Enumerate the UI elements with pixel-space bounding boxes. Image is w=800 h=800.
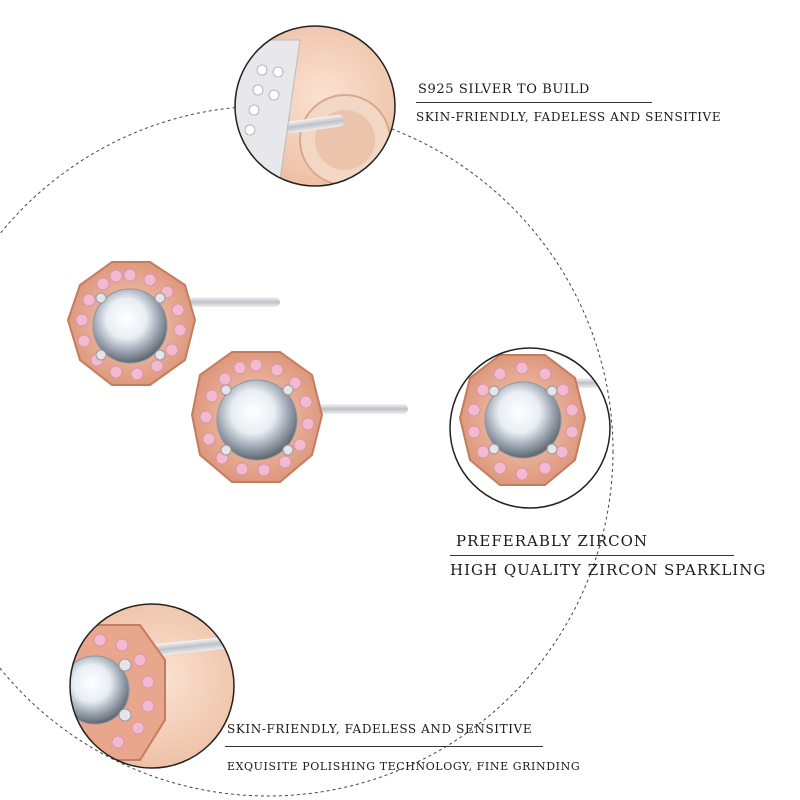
main-earring-left	[66, 261, 280, 386]
detail-ring	[449, 347, 611, 509]
earring-post	[175, 297, 280, 307]
feature-3-title: SKIN-FRIENDLY, FADELESS AND SENSITIVE	[227, 722, 533, 736]
feature-3-divider	[225, 746, 543, 747]
feature-2-title: PREFERABLY ZIRCON	[456, 532, 649, 550]
main-earring-right	[190, 351, 408, 483]
detail-view-silver-post	[234, 25, 396, 187]
feature-1-subtitle: SKIN-FRIENDLY, FADELESS AND SENSITIVE	[416, 110, 722, 124]
feature-2-divider	[450, 555, 734, 556]
feature-3-subtitle: EXQUISITE POLISHING TECHNOLOGY, FINE GRI…	[227, 760, 581, 773]
detail-view-zircon	[449, 347, 611, 509]
pink-zircon-ring	[199, 358, 315, 477]
feature-1-title: S925 SILVER TO BUILD	[418, 82, 590, 97]
pink-zircon-ring	[75, 268, 187, 381]
detail-view-polished-setting	[69, 603, 235, 769]
feature-2-subtitle: HIGH QUALITY ZIRCON SPARKLING	[450, 561, 767, 579]
prongs	[95, 292, 166, 361]
detail-ring	[69, 603, 235, 769]
center-zircon	[92, 288, 168, 364]
center-zircon	[216, 379, 298, 461]
detail-ring	[234, 25, 396, 187]
feature-1-divider	[416, 102, 652, 103]
dashed-orbit-ring	[0, 105, 614, 797]
earring-post	[300, 404, 408, 414]
prongs	[220, 384, 294, 456]
